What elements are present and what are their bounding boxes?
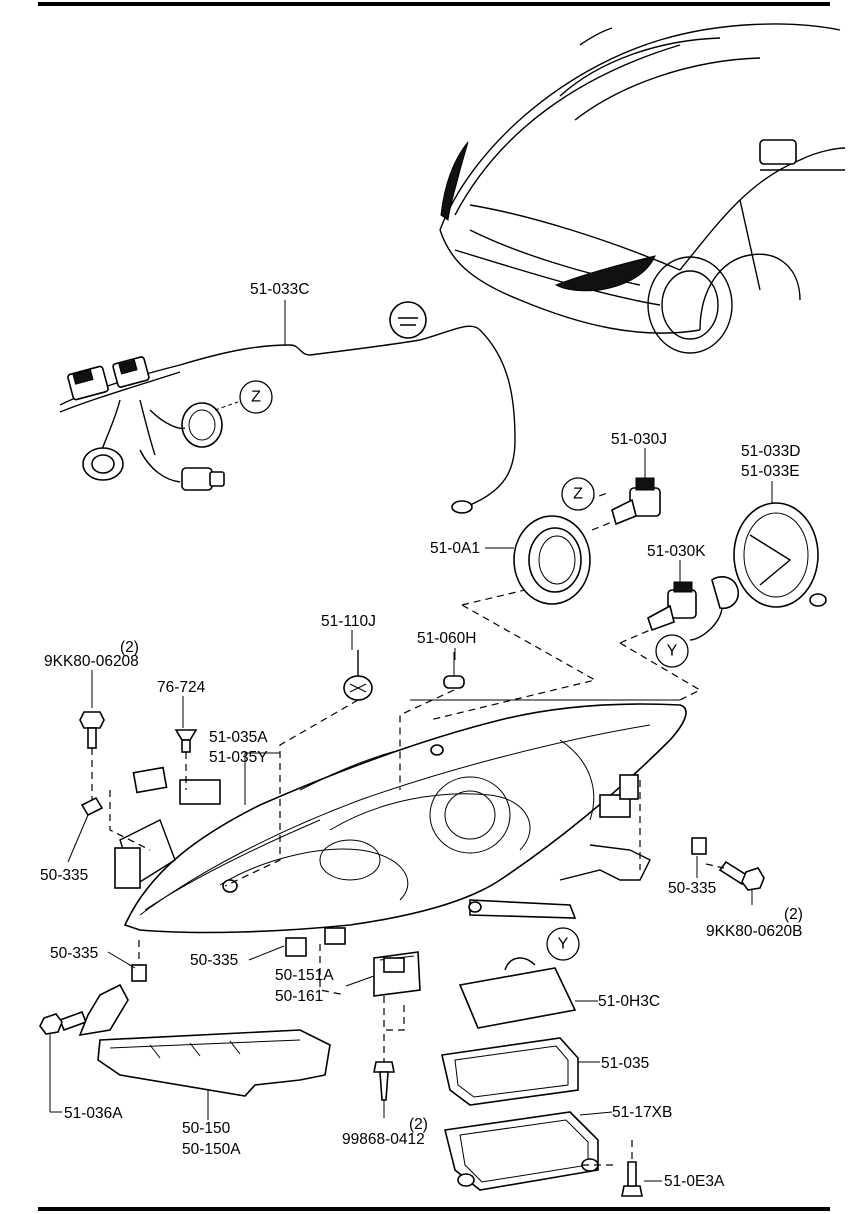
label-bolt-left-qty: (2) [120, 639, 139, 656]
label-bolt-left: 9KK80-06208 [44, 653, 139, 670]
turn-signal-bulb [343, 650, 373, 701]
label-headlamp-y: 51-035Y [209, 749, 268, 766]
label-bracket-a: 50-151A [275, 967, 334, 984]
callout-z-top-label: Z [251, 389, 261, 406]
label-bulb-low: 51-030K [647, 543, 706, 560]
lower-bracket [78, 983, 331, 1097]
label-gasket: 51-035 [601, 1055, 649, 1072]
vehicle-front-illustration [439, 23, 846, 354]
bottom-screw [373, 1061, 395, 1101]
callout-z-socket-label: Z [573, 486, 583, 503]
label-screw-unit: 51-0E3A [664, 1173, 725, 1190]
label-bulb-high: 51-030J [611, 431, 667, 448]
right-bolt [718, 860, 765, 891]
low-beam-bulb [647, 576, 740, 641]
callout-y-ballast-label: Y [558, 936, 569, 953]
label-harness-main: 51-033C [250, 281, 309, 298]
callout-z-socket: Z [561, 477, 595, 511]
label-clip: 76-724 [157, 679, 206, 696]
label-bracket-b: 50-161 [275, 988, 323, 1005]
label-headlamp-a: 51-035A [209, 729, 268, 746]
label-lower-bracket-a: 50-150 [182, 1120, 231, 1137]
label-nut-bottom-left: 50-335 [50, 945, 98, 962]
callout-z-top: Z [214, 380, 273, 414]
socket-cover-illustration [513, 515, 591, 605]
side-marker-bulb [443, 652, 465, 689]
label-ballast: 51-0H3C [598, 993, 660, 1010]
nut-right [691, 837, 707, 855]
callout-y-ballast: Y [546, 927, 580, 961]
gasket [441, 1037, 579, 1106]
headlamp-assembly [114, 699, 687, 945]
bracket-bolt [39, 1010, 88, 1035]
label-bolt-right-qty: (2) [784, 906, 803, 923]
label-socket-cover: 51-0A1 [430, 540, 480, 557]
label-bolt-bracket: 51-036A [64, 1105, 123, 1122]
assembly-guide-lines [91, 491, 725, 1166]
label-nut-bottom-mid: 50-335 [190, 952, 238, 969]
label-bulb-side: 51-060H [417, 630, 476, 647]
label-bolt-right: 9KK80-0620B [706, 923, 803, 940]
label-bulb-turn: 51-110J [321, 613, 376, 630]
callout-y-socket-label: Y [667, 643, 678, 660]
rear-cover-illustration [733, 502, 827, 608]
leader-lines [49, 448, 773, 1182]
unit-screw [621, 1161, 643, 1197]
label-lower-bracket-b: 50-150A [182, 1141, 241, 1158]
nut-left [80, 796, 104, 817]
label-nut-left: 50-335 [40, 867, 88, 884]
label-screw-bottom: 99868-0412 [342, 1131, 425, 1148]
wiring-harness [59, 300, 516, 514]
high-beam-bulb [611, 477, 661, 526]
ballast-unit [458, 957, 577, 1029]
label-nut-right: 50-335 [668, 880, 716, 897]
label-cover-a: 51-033D [741, 443, 800, 460]
part-labels: 51-033C 51-030J 51-033D 51-033E 51-0A1 5… [40, 281, 803, 1190]
label-control-unit: 51-17XB [612, 1104, 672, 1121]
callout-y-socket: Y [655, 634, 689, 668]
left-bolt [79, 711, 105, 749]
clip-fastener [174, 729, 198, 753]
nut-bottom-mid [285, 937, 307, 957]
label-cover-b: 51-033E [741, 463, 800, 480]
label-screw-bottom-qty: (2) [409, 1116, 428, 1133]
control-unit [444, 1111, 599, 1191]
mounting-bracket [373, 951, 421, 997]
